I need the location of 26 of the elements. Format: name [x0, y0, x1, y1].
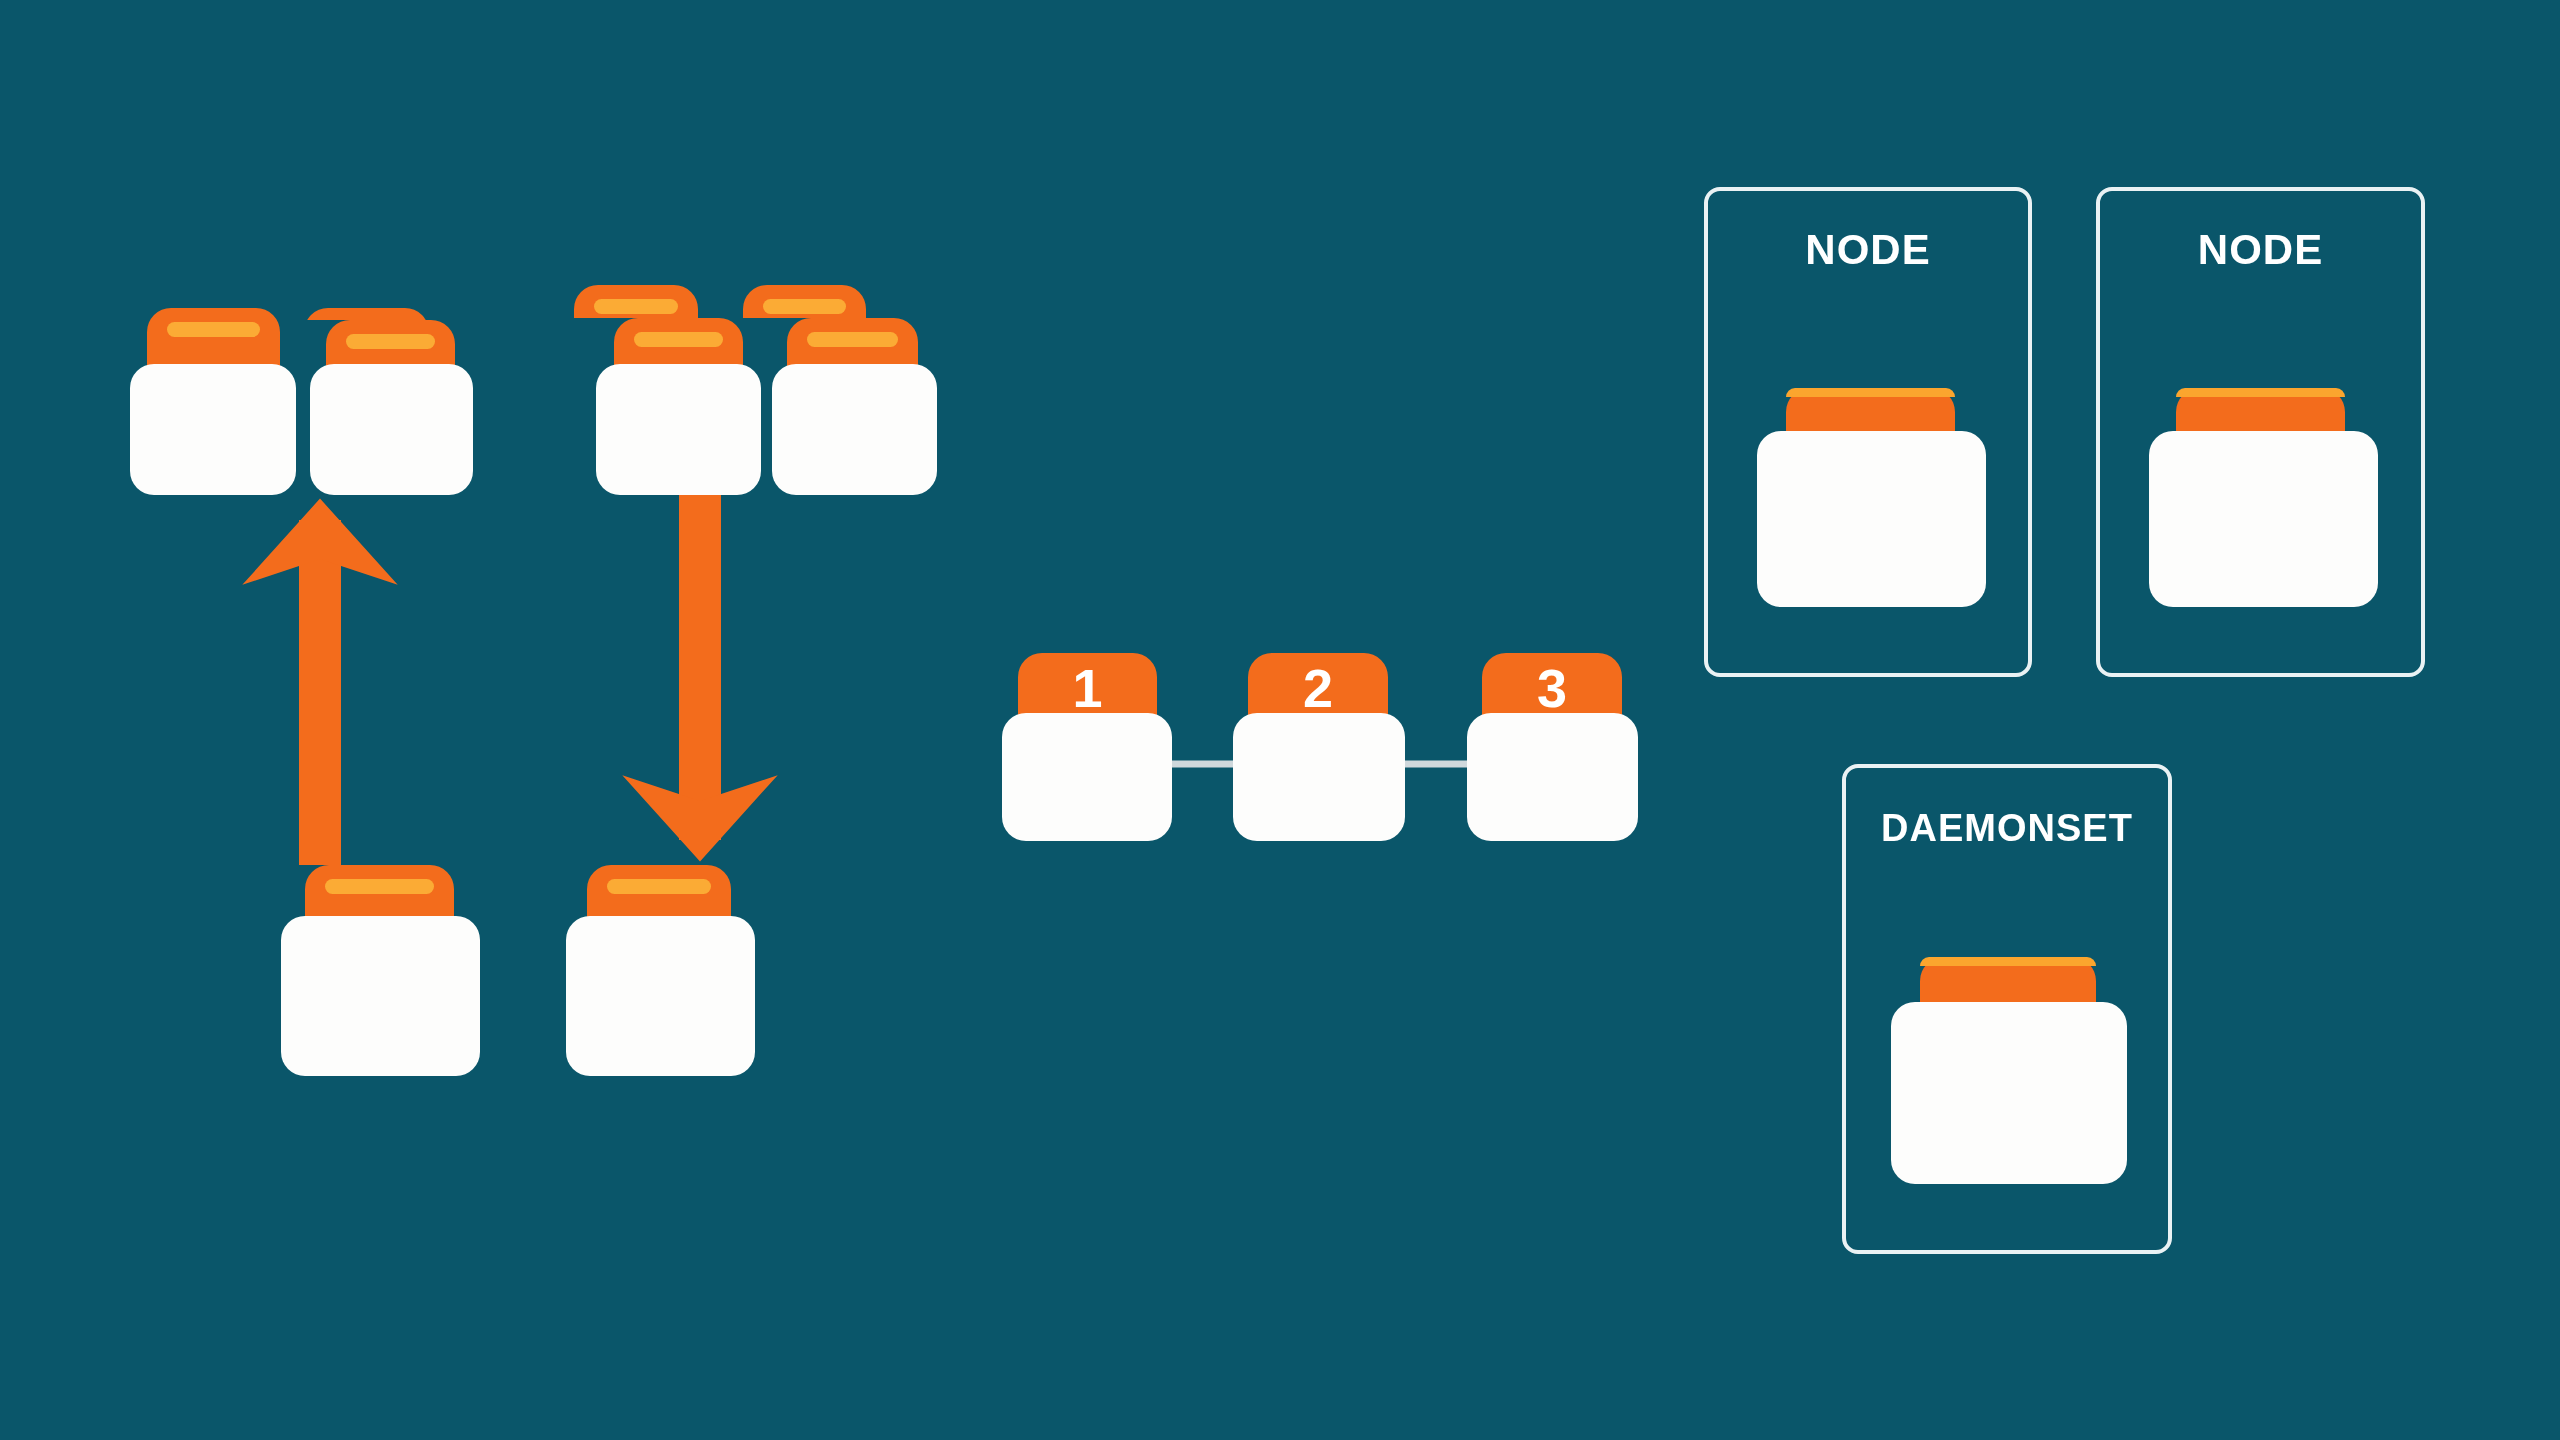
tabbed-card — [596, 318, 761, 495]
panel-title: NODE — [1805, 227, 1931, 274]
outlined-panel — [1842, 764, 2172, 1254]
outlined-panel — [2096, 187, 2425, 677]
connector-line — [1172, 760, 1233, 768]
arrow — [242, 498, 398, 865]
tabbed-card — [1002, 653, 1172, 841]
outlined-panel — [1704, 187, 2032, 677]
panel-title: NODE — [2197, 227, 2324, 274]
tabbed-card — [130, 308, 296, 495]
tabbed-card — [1757, 388, 1986, 607]
tabbed-card — [772, 318, 937, 495]
tabbed-card — [2149, 388, 2378, 607]
tab-number: 3 — [1536, 661, 1567, 715]
tabbed-card — [574, 285, 698, 318]
panel-title: DAEMONSET — [1881, 808, 2133, 850]
tab-number: 2 — [1302, 661, 1333, 715]
tabbed-card — [1467, 653, 1638, 841]
tabbed-card — [743, 285, 866, 318]
connector-line — [1405, 760, 1467, 768]
tabbed-card — [1891, 957, 2127, 1184]
tabbed-card — [310, 320, 473, 495]
tab-number: 1 — [1072, 661, 1103, 715]
tabbed-card — [281, 865, 480, 1076]
tabbed-card — [566, 865, 755, 1076]
tabbed-card — [1233, 653, 1405, 841]
